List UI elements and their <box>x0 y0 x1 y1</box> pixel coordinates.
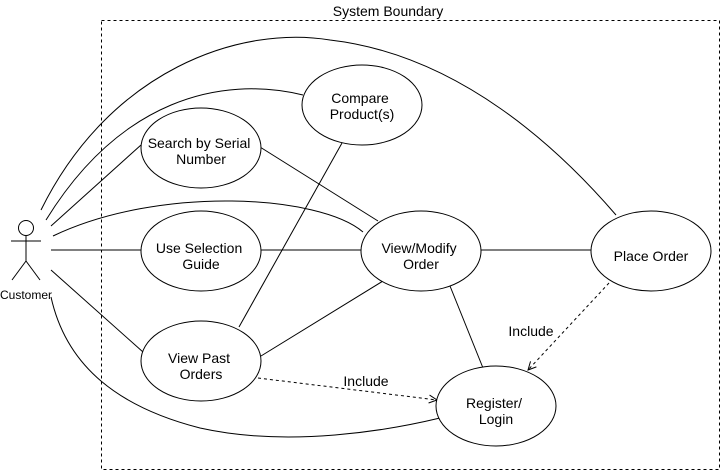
use-case-label: Use Selection <box>156 240 242 256</box>
system-boundary <box>101 20 720 470</box>
association-past-orders-view-modify <box>260 280 384 357</box>
customer-actor <box>11 220 41 281</box>
use-case-label: Order <box>403 256 439 272</box>
svg-text:Place Order: Place Order <box>614 248 689 264</box>
association-view-modify-register <box>449 285 484 369</box>
use-case-compare-products: Compare Product(s) <box>301 64 423 146</box>
association-customer-place-order <box>40 36 617 216</box>
use-case-label: Guide <box>182 256 220 272</box>
association-customer-past-orders <box>50 269 144 353</box>
association-customer-compare <box>45 88 304 221</box>
use-case-place-order: Place Order <box>590 210 712 292</box>
actor-left-leg <box>11 260 27 281</box>
include-label-past-orders: Include <box>343 373 388 389</box>
svg-text:View/Modify Order: View/Modify Order <box>381 240 460 272</box>
use-case-view-past-orders: View Past Orders <box>140 320 262 402</box>
svg-text:Use Selection Guide: Use Selection Guide <box>156 240 246 272</box>
include-arrow-past-orders-register <box>257 377 437 400</box>
use-case-register-login: Register/ Login <box>435 365 557 447</box>
use-case-label: Login <box>479 411 513 427</box>
system-boundary-title: System Boundary <box>333 3 444 19</box>
use-case-label: Place Order <box>614 248 689 264</box>
svg-text:Register/ Login: Register/ Login <box>466 395 526 427</box>
include-arrow-place-order-register <box>528 282 610 370</box>
svg-text:Compare Product(s): Compare Product(s) <box>330 90 395 122</box>
use-case-label: Register/ <box>466 395 522 411</box>
use-case-label: View/Modify <box>381 240 456 256</box>
association-customer-register <box>50 296 441 438</box>
association-compare-past-orders <box>238 142 343 328</box>
use-case-label: View Past <box>168 350 230 366</box>
use-case-label: Product(s) <box>330 106 395 122</box>
associations <box>40 36 617 438</box>
actor-right-leg <box>25 260 41 281</box>
actor-head <box>18 220 34 236</box>
use-case-view-modify-order: View/Modify Order <box>360 210 482 292</box>
svg-text:Search by Serial Number: Search by Serial Number <box>148 135 255 167</box>
include-label-place-order: Include <box>508 323 553 339</box>
use-case-search-by-serial-number: Search by Serial Number <box>140 107 262 189</box>
customer-label: Customer <box>0 288 52 302</box>
association-customer-search <box>50 144 142 227</box>
svg-text:View Past Orders: View Past Orders <box>168 350 234 382</box>
use-case-label: Orders <box>180 366 223 382</box>
use-case-use-selection-guide: Use Selection Guide <box>140 210 262 292</box>
use-case-label: Compare <box>331 90 389 106</box>
association-customer-view-modify <box>52 200 364 237</box>
include-dependencies <box>257 282 610 400</box>
use-case-label: Search by Serial <box>148 135 251 151</box>
use-case-label: Number <box>176 151 226 167</box>
